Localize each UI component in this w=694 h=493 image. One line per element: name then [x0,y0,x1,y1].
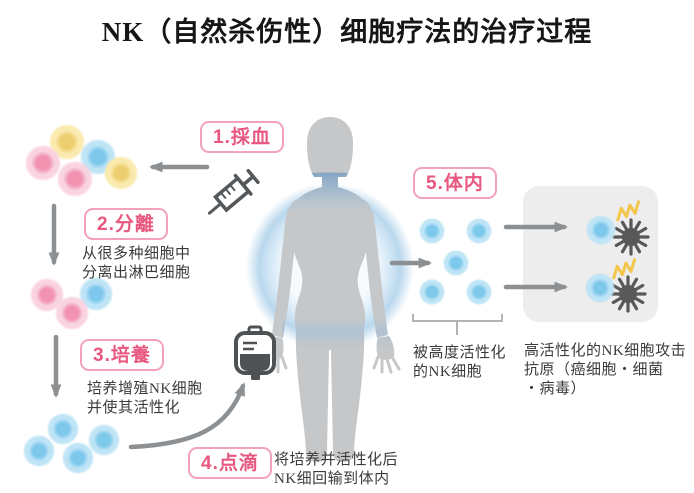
note-line: 抗原（癌细胞・细菌 [524,362,664,379]
arrow-step4-curve [128,382,246,450]
hand-fingers [259,355,401,374]
note-line: NK细回输到体内 [274,471,390,488]
body-silhouette [259,117,401,462]
step-2-note: 从很多种细胞中 分离出淋巴细胞 [82,245,191,283]
step-label-1: 1.採血 [200,121,284,153]
activated-cells-caption: 被高度活性化 的NK细胞 [413,344,506,382]
attack-caption: 高活性化的NK细胞攻击 抗原（癌细胞・细菌 ・病毒） [524,342,686,400]
step-label-3: 3.培養 [80,339,164,371]
step-3-note: 培养增殖NK细胞 并使其活性化 [87,380,203,418]
note-line: 分离出淋巴细胞 [82,265,191,282]
page-title: NK（自然杀伤性）细胞疗法的治疗过程 [101,17,593,47]
note-line: ・病毒） [524,381,587,398]
note-line: 的NK细胞 [413,364,483,381]
iv-bag-icon [234,325,276,380]
step-label-4: 4.点滴 [188,447,272,479]
step-label-5: 5.体内 [413,167,497,199]
note-line: 被高度活性化 [413,345,507,361]
note-line: 培养增殖NK细胞 [87,381,203,397]
step-4-note: 将培养并活性化后 NK细回输到体内 [274,451,398,489]
cells-bracket [412,314,503,335]
syringe-icon [207,169,260,215]
note-line: 将培养并活性化后 [274,452,399,468]
note-line: 从很多种细胞中 [82,246,191,262]
note-line: 并使其活性化 [87,400,181,417]
note-line: 高活性化的NK细胞攻击 [524,343,687,359]
step-label-2: 2.分離 [84,208,168,240]
